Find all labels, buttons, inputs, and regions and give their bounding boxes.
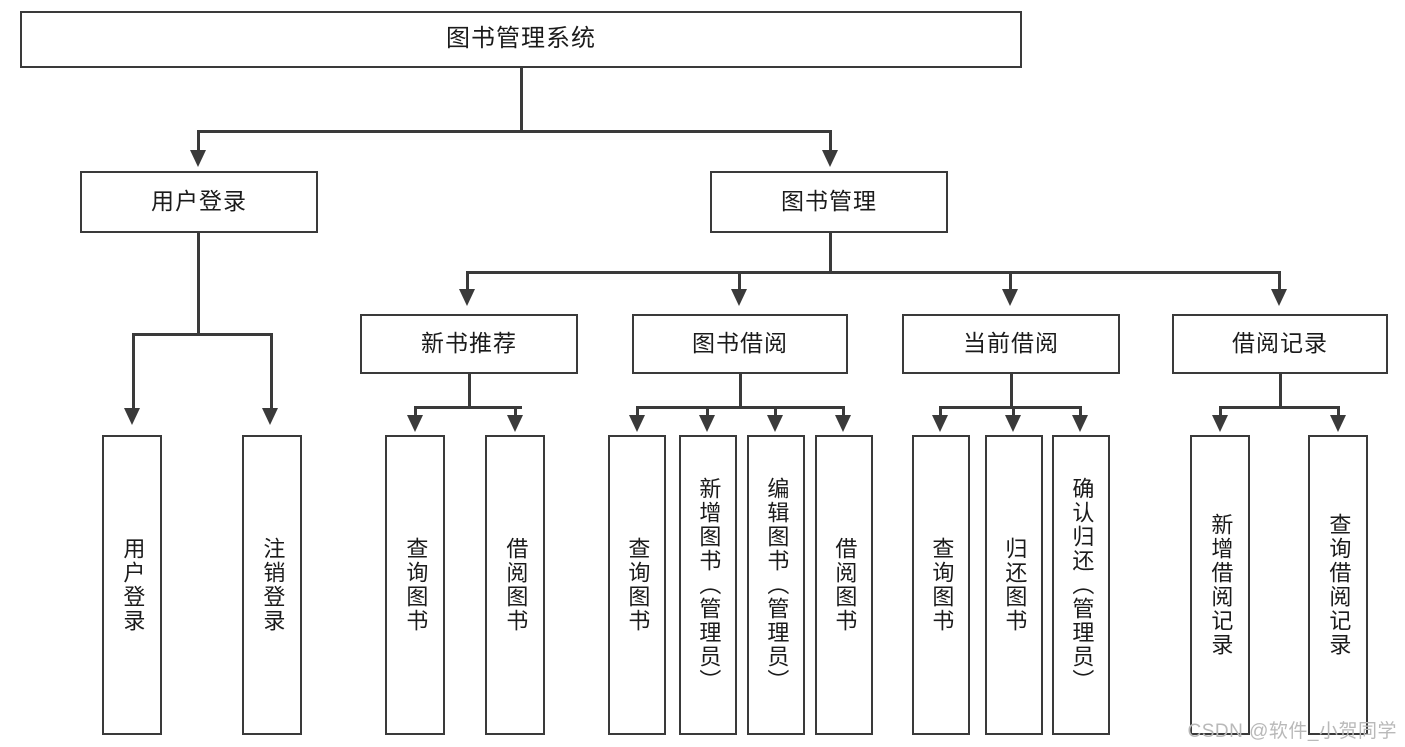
node-current-borrow[interactable]: 当前借阅: [902, 314, 1120, 374]
connector-to-book-management: [829, 130, 832, 156]
node-borrow-records[interactable]: 借阅记录: [1172, 314, 1388, 374]
node-user-login-leaf[interactable]: 用户登录: [102, 435, 162, 735]
arrowhead-query-borrow-record: [1330, 415, 1346, 432]
node-return-book[interactable]: 归还图书: [985, 435, 1043, 735]
node-query-borrow-record[interactable]: 查询借阅记录: [1308, 435, 1368, 735]
arrowhead-borrow-book-1: [507, 415, 523, 432]
arrowhead-return-book: [1005, 415, 1021, 432]
connector-to-borrow-book-2: [842, 406, 845, 418]
node-query-book-2[interactable]: 查询图书: [608, 435, 666, 735]
arrowhead-query-book-2: [629, 415, 645, 432]
connector-borrow-records-bar: [1219, 406, 1339, 409]
arrowhead-add-borrow-record: [1212, 415, 1228, 432]
connector-current-borrow-bar: [939, 406, 1081, 409]
node-label: 图书管理: [781, 188, 877, 215]
connector-to-add-borrow-record: [1219, 406, 1222, 418]
arrowhead-current-borrow: [1002, 289, 1018, 306]
connector-to-user-login-leaf: [132, 333, 135, 415]
node-label: 用户登录: [151, 188, 247, 215]
arrowhead-book-borrow: [731, 289, 747, 306]
connector-user-login-stem: [197, 233, 200, 335]
connector-to-current-borrow: [1009, 271, 1012, 295]
arrowhead-confirm-return-admin: [1072, 415, 1088, 432]
arrowhead-user-logout-leaf: [262, 408, 278, 425]
connector-to-borrow-book-1: [514, 406, 517, 418]
node-label: 用户登录: [120, 537, 146, 633]
node-label: 编辑图书（管理员）: [764, 477, 790, 693]
node-book-management[interactable]: 图书管理: [710, 171, 948, 233]
node-label: 注销登录: [260, 537, 286, 633]
connector-to-query-book-1: [414, 406, 417, 418]
arrowhead-user-login-leaf: [124, 408, 140, 425]
connector-current-borrow-stem: [1010, 374, 1013, 408]
connector-to-query-book-3: [939, 406, 942, 418]
node-label: 查询图书: [625, 537, 651, 633]
node-label: 当前借阅: [963, 330, 1059, 357]
node-label: 查询图书: [929, 537, 955, 633]
node-borrow-book-2[interactable]: 借阅图书: [815, 435, 873, 735]
node-label: 借阅图书: [503, 537, 529, 633]
node-label: 图书借阅: [692, 330, 788, 357]
arrowhead-new-book-recommend: [459, 289, 475, 306]
connector-level2-bar: [466, 271, 1280, 274]
node-label: 确认归还（管理员）: [1069, 477, 1095, 693]
node-add-book-admin[interactable]: 新增图书（管理员）: [679, 435, 737, 735]
connector-to-new-book-recommend: [466, 271, 469, 295]
node-label: 新书推荐: [421, 330, 517, 357]
connector-book-management-stem: [829, 233, 832, 273]
node-query-book-1[interactable]: 查询图书: [385, 435, 445, 735]
arrowhead-query-book-3: [932, 415, 948, 432]
node-label: 图书管理系统: [446, 25, 596, 53]
node-new-book-recommend[interactable]: 新书推荐: [360, 314, 578, 374]
connector-book-borrow-stem: [739, 374, 742, 408]
connector-to-confirm-return-admin: [1079, 406, 1082, 418]
connector-to-book-borrow: [738, 271, 741, 295]
connector-level1-bar: [197, 130, 831, 133]
connector-new-book-recommend-bar: [414, 406, 522, 409]
connector-new-book-recommend-stem: [468, 374, 471, 408]
arrowhead-user-login: [190, 150, 206, 167]
node-label: 新增借阅记录: [1208, 513, 1234, 657]
node-user-logout-leaf[interactable]: 注销登录: [242, 435, 302, 735]
arrowhead-query-book-1: [407, 415, 423, 432]
node-query-book-3[interactable]: 查询图书: [912, 435, 970, 735]
node-label: 借阅记录: [1232, 330, 1328, 357]
node-root-system[interactable]: 图书管理系统: [20, 11, 1022, 68]
arrowhead-add-book-admin: [699, 415, 715, 432]
arrowhead-book-management: [822, 150, 838, 167]
arrowhead-borrow-records: [1271, 289, 1287, 306]
connector-user-login-bar: [132, 333, 272, 336]
connector-borrow-records-stem: [1279, 374, 1282, 408]
node-book-borrow[interactable]: 图书借阅: [632, 314, 848, 374]
connector-to-return-book: [1012, 406, 1015, 418]
arrowhead-edit-book-admin: [767, 415, 783, 432]
connector-to-borrow-records: [1278, 271, 1281, 295]
node-label: 查询借阅记录: [1326, 513, 1352, 657]
connector-to-user-login: [197, 130, 200, 156]
node-user-login[interactable]: 用户登录: [80, 171, 318, 233]
connector-root-stem: [520, 68, 523, 131]
connector-to-add-book-admin: [706, 406, 709, 418]
node-add-borrow-record[interactable]: 新增借阅记录: [1190, 435, 1250, 735]
connector-to-query-book-2: [636, 406, 639, 418]
connector-to-user-logout-leaf: [270, 333, 273, 415]
arrowhead-borrow-book-2: [835, 415, 851, 432]
node-label: 新增图书（管理员）: [696, 477, 722, 693]
node-confirm-return-admin[interactable]: 确认归还（管理员）: [1052, 435, 1110, 735]
node-label: 查询图书: [403, 537, 429, 633]
connector-to-query-borrow-record: [1337, 406, 1340, 418]
node-label: 借阅图书: [832, 537, 858, 633]
node-edit-book-admin[interactable]: 编辑图书（管理员）: [747, 435, 805, 735]
node-borrow-book-1[interactable]: 借阅图书: [485, 435, 545, 735]
connector-to-edit-book-admin: [774, 406, 777, 418]
connector-book-borrow-bar: [636, 406, 844, 409]
node-label: 归还图书: [1002, 537, 1028, 633]
